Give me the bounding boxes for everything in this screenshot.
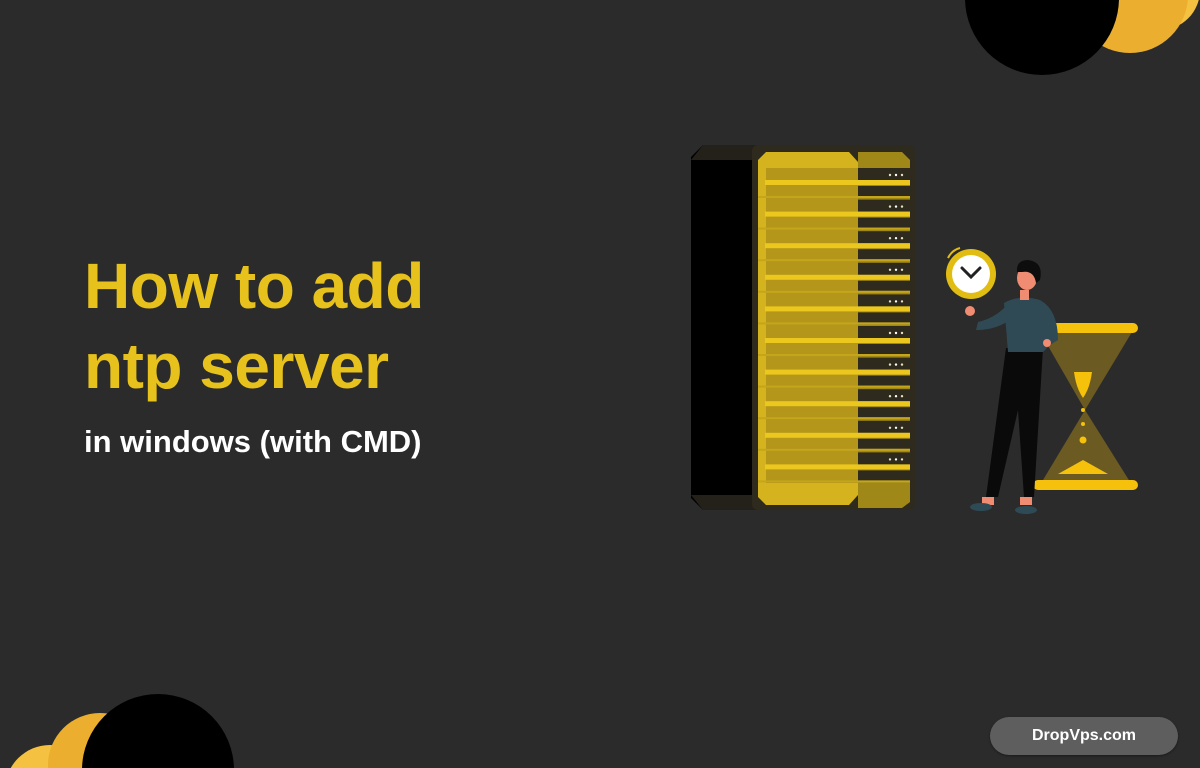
server-rack-icon xyxy=(691,145,915,510)
subtitle: in windows (with CMD) xyxy=(84,424,422,459)
clock-icon xyxy=(946,247,996,299)
person-figure xyxy=(965,260,1058,514)
page-title: How to add ntp server xyxy=(84,246,424,406)
title-line-2: ntp server xyxy=(84,330,389,402)
hourglass-icon xyxy=(1033,323,1138,490)
site-link-badge[interactable]: DropVps.com xyxy=(990,717,1178,755)
title-line-1: How to add xyxy=(84,250,424,322)
